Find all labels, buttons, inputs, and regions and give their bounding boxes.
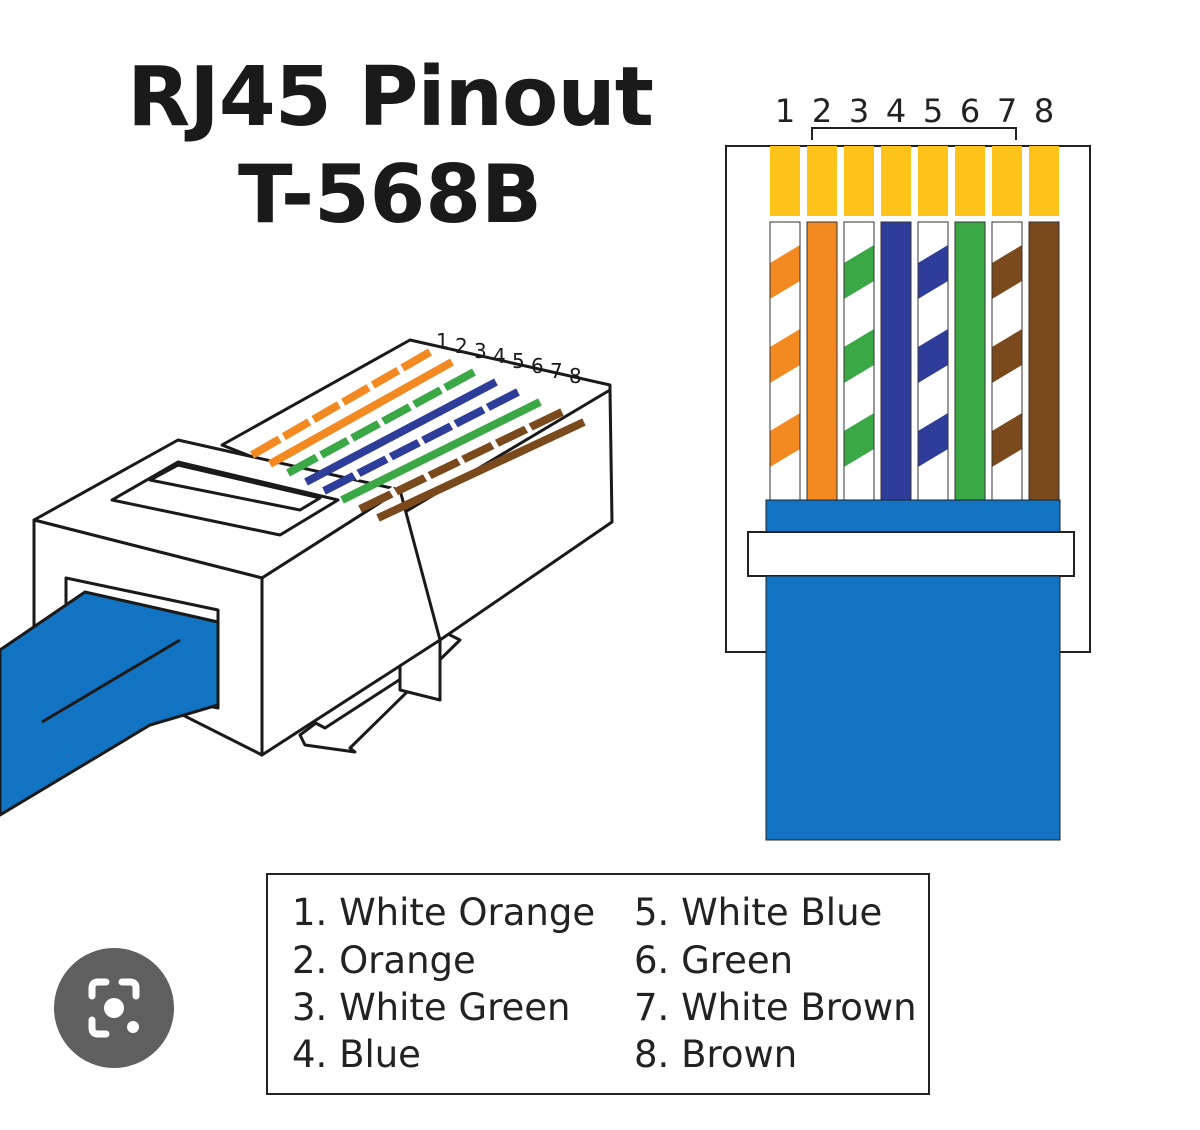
plug-wire-7 — [358, 408, 564, 513]
wire-pin-2 — [806, 221, 838, 501]
plug-wire-2 — [268, 358, 454, 468]
plug-wire-6 — [340, 398, 542, 504]
contact-pin-2 — [807, 146, 837, 216]
plug-pin-label-3: 3 — [474, 339, 487, 363]
wire-pin-1 — [769, 221, 801, 501]
legend-item-8: 8. Brown — [634, 1033, 798, 1076]
plug-wire-3 — [286, 368, 476, 477]
plug-wire-4 — [304, 378, 498, 486]
diagram-title: RJ45 Pinout — [127, 50, 654, 145]
legend-item-3: 3. White Green — [292, 986, 571, 1029]
front-pin-label-4: 4 — [886, 92, 906, 130]
wire-pin-7 — [991, 221, 1023, 501]
contact-pin-7 — [992, 146, 1022, 216]
front-pin-label-8: 8 — [1034, 92, 1054, 130]
wire-pin-3 — [843, 221, 875, 501]
camera-lens-icon — [88, 978, 140, 1038]
plug-pin-label-5: 5 — [512, 349, 525, 373]
front-pin-label-1: 1 — [775, 92, 795, 130]
plug-pin-label-4: 4 — [493, 344, 506, 368]
strain-relief-bar — [747, 531, 1075, 577]
contact-pin-6 — [955, 146, 985, 216]
plug-pin-label-8: 8 — [569, 364, 582, 388]
front-pin-label-6: 6 — [960, 92, 980, 130]
cable-jacket-upper — [765, 499, 1061, 537]
wire-pin-5 — [917, 221, 949, 501]
contact-pin-1 — [770, 146, 800, 216]
plug-wires — [249, 348, 586, 522]
plug-pin-label-1: 1 — [436, 329, 449, 353]
wire-pin-4 — [880, 221, 912, 501]
front-pin-label-2: 2 — [812, 92, 832, 130]
legend-item-2: 2. Orange — [292, 939, 476, 982]
color-legend: 1. White Orange 2. Orange 3. White Green… — [266, 873, 930, 1095]
contact-pin-4 — [881, 146, 911, 216]
contact-pin-8 — [1029, 146, 1059, 216]
plug-pin-label-7: 7 — [550, 359, 563, 383]
plug-wire-1 — [249, 348, 433, 459]
legend-item-6: 6. Green — [634, 939, 794, 982]
plug-wire-8 — [376, 418, 586, 522]
legend-item-4: 4. Blue — [292, 1033, 421, 1076]
lens-search-button[interactable] — [54, 948, 174, 1068]
legend-item-7: 7. White Brown — [634, 986, 917, 1029]
legend-item-1: 1. White Orange — [292, 891, 596, 934]
plug-pin-label-6: 6 — [531, 354, 544, 378]
wire-pin-8 — [1028, 221, 1060, 501]
diagram-subtitle: T-568B — [238, 148, 542, 241]
cable-jacket-lower — [765, 575, 1061, 841]
front-pin-label-5: 5 — [923, 92, 943, 130]
front-pin-label-3: 3 — [849, 92, 869, 130]
wire-pin-6 — [954, 221, 986, 501]
front-contacts — [770, 146, 1059, 216]
plug-cable — [0, 590, 220, 817]
contact-pin-3 — [844, 146, 874, 216]
plug-pin-label-2: 2 — [455, 334, 468, 358]
contact-pin-5 — [918, 146, 948, 216]
front-pin-label-7: 7 — [997, 92, 1017, 130]
legend-item-5: 5. White Blue — [634, 891, 883, 934]
plug-wire-5 — [322, 388, 520, 495]
pin-bracket — [811, 127, 1017, 140]
